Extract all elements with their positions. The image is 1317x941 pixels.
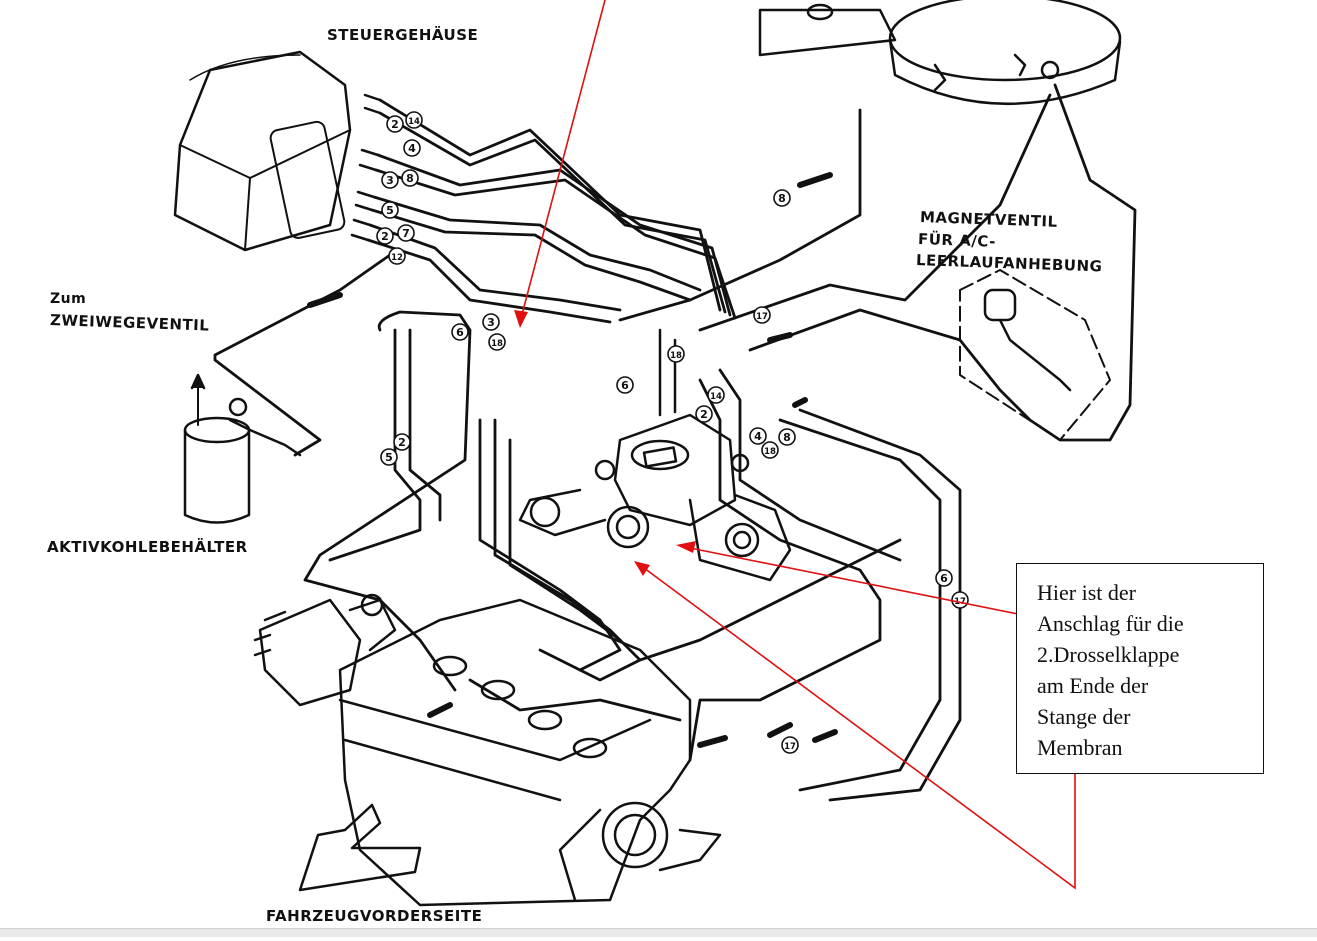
fittings <box>307 172 838 748</box>
hose-tag-number: 8 <box>778 192 786 205</box>
hose-tag-number: 18 <box>491 339 503 349</box>
hose-tag-circle <box>695 405 713 423</box>
hose-tag-circle <box>773 189 791 207</box>
hose-tag-circle <box>401 169 419 187</box>
hose-tag-circle <box>753 306 771 324</box>
hose-tag-circle <box>707 386 725 404</box>
hose-tag-number: 5 <box>385 451 393 464</box>
hose-tag-number: 8 <box>783 431 791 444</box>
hose-tag-circle <box>376 227 394 245</box>
hose-tag-circle <box>393 433 411 451</box>
hose-tag-number: 2 <box>381 230 389 243</box>
red-arrow-bottom <box>639 564 1076 890</box>
hose-tag-circle <box>667 345 685 363</box>
vehicle-front-arrow <box>298 803 422 892</box>
hose-tag-circle <box>403 139 421 157</box>
red-arrowhead-top <box>514 310 528 328</box>
hose-tag-circle <box>781 736 799 754</box>
note-line: Membran <box>1037 735 1123 760</box>
red-arrow-note <box>679 545 1039 619</box>
hose-tag-circle <box>388 247 406 265</box>
red-arrow-top <box>519 0 606 323</box>
annotation-note-box: Hier ist der Anschlag für die 2.Drosselk… <box>1016 563 1264 774</box>
hose-tag-number: 8 <box>406 172 414 185</box>
control-box-ports <box>350 93 382 242</box>
hose-tag-circle <box>405 111 423 129</box>
hose-tag-number: 17 <box>756 312 768 322</box>
annotation-arrows <box>514 0 1076 890</box>
hose-tag-number: 2 <box>398 436 406 449</box>
label-fahrzeugvorderseite: FAHRZEUGVORDERSEITE <box>266 907 483 925</box>
hose-tag-number: 3 <box>386 174 394 187</box>
label-magnetventil-2: FÜR A/C- <box>917 230 997 251</box>
label-aktivkohlebehaelter: AKTIVKOHLEBEHÄLTER <box>47 538 248 556</box>
hose-tag-circle <box>749 427 767 445</box>
hose-tag-number: 3 <box>487 316 495 329</box>
carburetor <box>518 328 792 582</box>
red-arrowhead-note <box>676 541 696 553</box>
control-box <box>173 50 352 252</box>
engine-block <box>338 598 722 907</box>
hose-tag-number: 12 <box>391 253 403 263</box>
air-cleaner <box>758 0 1122 105</box>
hose-tag-number: 7 <box>402 227 410 240</box>
hose-tag-circle <box>761 441 779 459</box>
hose-tag-circle <box>386 115 404 133</box>
hose-tag-number: 17 <box>784 742 796 752</box>
hose-tag-circle <box>397 224 415 242</box>
hose-tag-circle <box>380 448 398 466</box>
note-line: Hier ist der <box>1037 580 1136 605</box>
hose-tag-number: 2 <box>391 118 399 131</box>
hose-tag-circle <box>451 323 469 341</box>
hose-tag-number: 2 <box>700 408 708 421</box>
hose-tag-circle <box>381 201 399 219</box>
hose-tag-number: 18 <box>670 351 682 361</box>
distributor <box>253 593 397 707</box>
red-arrowhead-bottom <box>634 561 650 576</box>
charcoal-canister <box>183 373 302 524</box>
hose-tag-number: 14 <box>408 117 420 127</box>
hose-tag-number: 4 <box>754 430 762 443</box>
note-line: am Ende der <box>1037 673 1149 698</box>
note-line: Stange der <box>1037 704 1131 729</box>
hose-tag-circle <box>488 333 506 351</box>
hose-tag-number: 6 <box>621 379 629 392</box>
hose-tag-circle <box>778 428 796 446</box>
hose-tag-number: 14 <box>710 392 722 402</box>
hose-tag-number: 18 <box>764 447 776 457</box>
window-bottom-edge <box>0 928 1317 937</box>
note-line: 2.Drosselklappe <box>1037 642 1180 667</box>
label-zum: Zum <box>50 291 87 307</box>
hose-bundle <box>366 98 737 324</box>
hose-tag-circle <box>616 376 634 394</box>
hose-tag-circle <box>482 313 500 331</box>
hose-tag-circle <box>935 569 953 587</box>
solenoid-valve <box>959 269 1111 441</box>
note-line: Anschlag für die <box>1037 611 1184 636</box>
label-steuergehaeuse: STEUERGEHÄUSE <box>327 26 479 44</box>
hose-tag-number: 6 <box>456 326 464 339</box>
hose-tag-circle <box>381 171 399 189</box>
hose-tag-number: 4 <box>408 142 416 155</box>
hose-tag-number: 5 <box>386 204 394 217</box>
hose-tag-number: 6 <box>940 572 948 585</box>
